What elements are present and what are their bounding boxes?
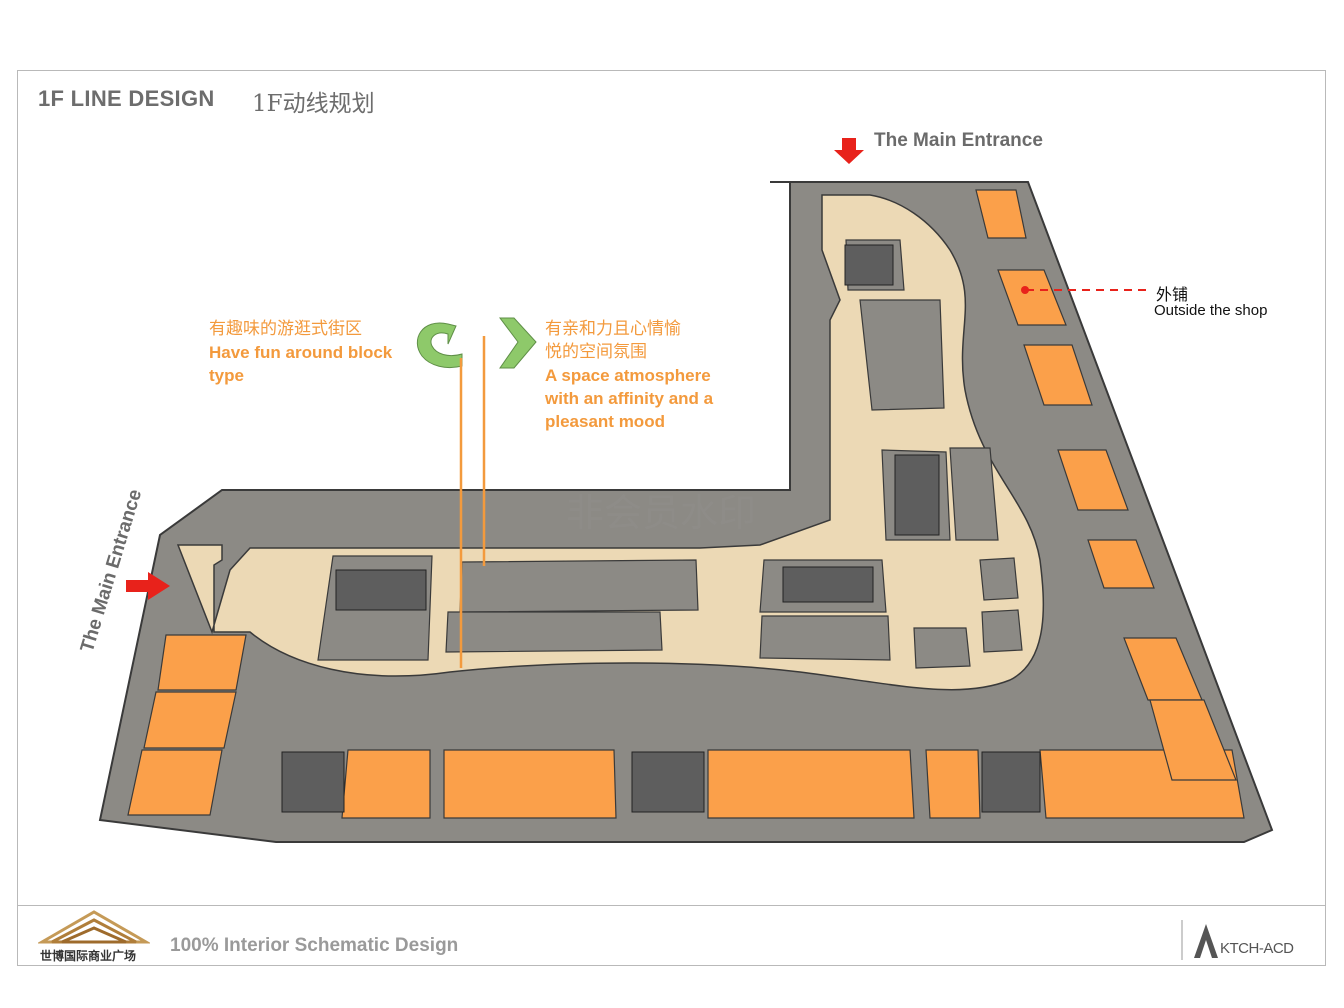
entrance-arrow-left xyxy=(126,572,170,600)
page-title-zh: 1F动线规划 xyxy=(252,91,375,117)
affinity-en-2: with an affinity and a xyxy=(545,389,714,408)
design-firm-logo-icon xyxy=(1181,920,1218,960)
curve-arrow-right xyxy=(499,317,537,369)
fun-block-label: 有趣味的游逛式街区 Have fun around block type xyxy=(209,318,392,387)
outside-shop-dot xyxy=(1021,286,1029,294)
outside-shop-en: Outside the shop xyxy=(1154,302,1268,319)
page-title: 1F LINE DESIGN xyxy=(38,86,215,111)
company-logo-icon xyxy=(38,910,150,944)
outer-shops-bottom xyxy=(127,634,1245,819)
company-logo-text: 世博国际商业广场 xyxy=(40,949,137,963)
main-entrance-top-label: The Main Entrance xyxy=(874,130,1043,151)
affinity-zh-1: 有亲和力且心情愉 xyxy=(545,319,681,339)
outside-shop-zh: 外铺 xyxy=(1156,285,1189,304)
staircases xyxy=(281,244,1041,813)
footer-divider xyxy=(17,905,1326,906)
outer-shops-right xyxy=(975,189,1237,781)
curve-arrow-left xyxy=(416,322,463,369)
affinity-en-3: pleasant mood xyxy=(545,412,665,431)
design-firm-logo-text: KTCH-ACD xyxy=(1220,940,1294,957)
slide-frame xyxy=(17,70,1326,966)
entrance-arrow-top xyxy=(834,138,864,164)
affinity-en-1: A space atmosphere xyxy=(545,366,711,385)
fun-zh: 有趣味的游逛式街区 xyxy=(209,319,362,339)
footer-tagline: 100% Interior Schematic Design xyxy=(170,935,459,956)
affinity-label: 有亲和力且心情愉 悦的空间氛围 A space atmosphere with … xyxy=(545,318,713,433)
watermark: 非会员水印 xyxy=(566,491,757,535)
affinity-zh-2: 悦的空间氛围 xyxy=(545,342,647,362)
fun-en-1: Have fun around block xyxy=(209,343,393,362)
fun-en-2: type xyxy=(209,366,244,385)
